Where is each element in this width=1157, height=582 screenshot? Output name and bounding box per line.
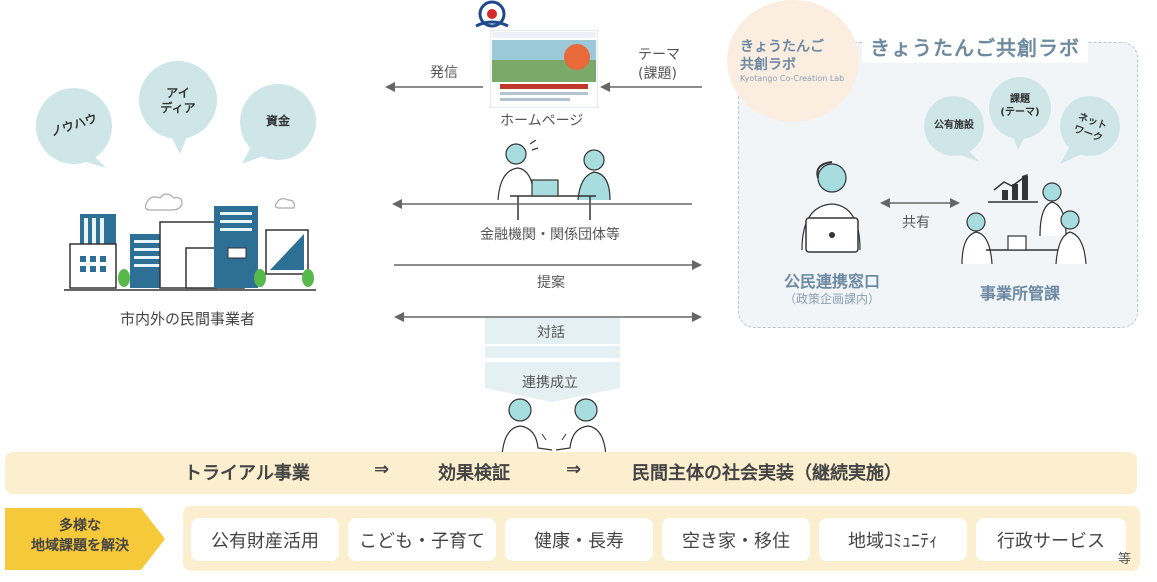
partnership-arrow [485, 362, 620, 402]
homepage-screenshot [490, 30, 598, 108]
solve-issues-label: 多様な 地域課題を解決 [10, 517, 150, 556]
issues-etc: 等 [1118, 552, 1132, 567]
dialogue-label: 対話 [537, 325, 565, 341]
office-label: 事業所管課 [979, 284, 1060, 303]
dialogue-arrow [394, 312, 702, 322]
issue-theme-label: 課題 (テーマ) [1000, 94, 1040, 118]
window-label: 公民連携窓口 [783, 272, 880, 291]
funds-bubble [240, 84, 316, 164]
city-emblem-icon [475, 0, 509, 28]
send-label: 発信 [430, 65, 458, 81]
public-facilities-label: 公有施設 [934, 120, 974, 131]
idea-bubble-label: アイ ディア [160, 86, 196, 115]
trial-step-1: トライアル事業 [184, 463, 310, 484]
dialogue-band [485, 318, 620, 358]
lab-logo [727, 0, 859, 122]
trial-step-2: 効果検証 [438, 463, 510, 484]
handshake-illustration [501, 398, 607, 456]
trial-arrow-1: ⇒ [374, 459, 390, 480]
lab-title: きょうたんご共創ラボ [862, 30, 1088, 63]
trial-step-3: 民間主体の社会実装（継続実施） [632, 463, 902, 484]
theme-label: テーマ [638, 47, 680, 63]
issue-public-property: 公有財産活用 [191, 518, 339, 561]
lab-logo-en: Kyotango Co-Creation Lab [740, 74, 845, 83]
knowhow-bubble [36, 88, 112, 168]
businesses-illustration [64, 193, 316, 291]
finance-label: 金融機関・関係団体等 [480, 227, 620, 243]
issue-theme-bubble [989, 77, 1051, 150]
solve-issues-line1: 多様な [59, 518, 101, 534]
lab-logo-line1: きょうたんご [740, 39, 824, 55]
proposal-arrow [394, 260, 702, 270]
issue-childcare: こども・子育て [348, 518, 496, 561]
finance-arrow [392, 199, 692, 209]
idea-bubble [139, 61, 217, 154]
businesses-label: 市内外の民間事業者 [120, 310, 256, 328]
window-sub-label: （政策企画課内） [783, 292, 880, 306]
issue-vacant-houses: 空き家・移住 [662, 518, 810, 561]
funds-bubble-label: 資金 [265, 114, 290, 128]
operator-illustration [801, 161, 861, 253]
public-facilities-bubble [924, 96, 984, 162]
issue-admin-services: 行政サービス [976, 518, 1126, 561]
trial-arrow-2: ⇒ [566, 459, 582, 480]
finance-meeting-illustration [497, 140, 611, 220]
solve-issues-line2: 地域課題を解決 [31, 537, 129, 554]
theme-arrow [600, 82, 702, 92]
share-arrow [880, 198, 960, 208]
issue-health: 健康・長寿 [505, 518, 653, 561]
dialogue-band-divider [485, 344, 620, 346]
homepage-label: ホームページ [500, 113, 584, 129]
send-arrow [385, 82, 483, 92]
network-bubble [1060, 96, 1120, 164]
proposal-label: 提案 [537, 275, 565, 291]
issue-community: 地域ｺﾐｭﾆﾃｨ [819, 518, 967, 561]
office-team-illustration [961, 174, 1087, 265]
lab-logo-line2: 共創ラボ [740, 57, 796, 73]
solve-issues-arrow [5, 508, 165, 570]
trial-process-bar [5, 452, 1137, 494]
share-label: 共有 [902, 215, 930, 231]
theme-sub-label: (課題) [638, 66, 677, 82]
partnership-label: 連携成立 [522, 375, 578, 391]
